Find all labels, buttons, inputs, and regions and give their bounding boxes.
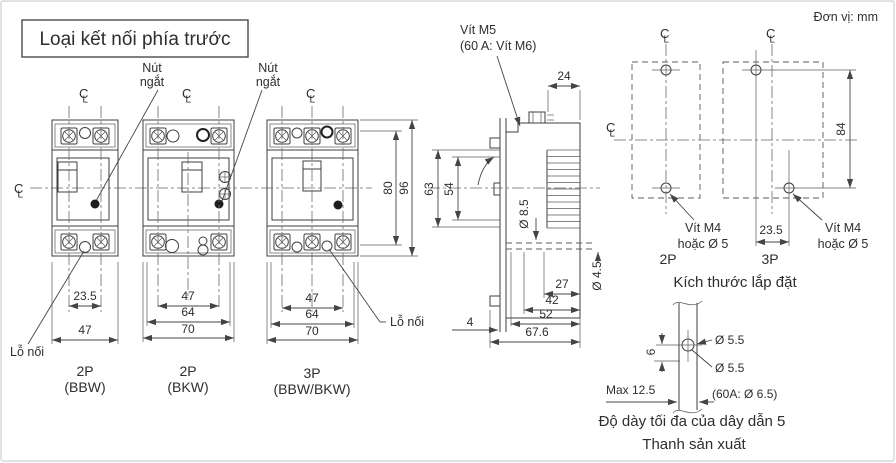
dim-47: 47 — [181, 289, 195, 303]
mounting-holes — [652, 64, 856, 194]
dim-hole-8-5: Ø 8.5 — [517, 199, 531, 229]
dim-54: 54 — [442, 182, 456, 196]
svg-text:Nút: Nút — [258, 61, 278, 75]
connection-hole-label-right: Lỗ nối — [328, 248, 424, 329]
breaker2-type: (BKW) — [167, 379, 208, 395]
dim-64: 64 — [181, 305, 195, 319]
svg-text:Lỗ nối: Lỗ nối — [10, 344, 44, 359]
breaker1-type: (BBW) — [64, 379, 105, 395]
dim-47: 47 — [305, 291, 319, 305]
dim-6: 6 — [644, 348, 658, 355]
dim-4: 4 — [467, 315, 474, 329]
arc-chute-vents — [546, 149, 580, 229]
breaker3-type: (BBW/BKW) — [274, 381, 351, 397]
toggle-handle — [57, 161, 78, 193]
busbar-caption-2: Thanh sản xuất — [642, 436, 746, 453]
dim-70: 70 — [181, 322, 195, 336]
dim-hole-60a: (60A: Ø 6.5) — [712, 387, 777, 401]
breaker-side-body — [477, 111, 594, 332]
dim-23-5: 23.5 — [73, 289, 97, 303]
dim-42: 42 — [545, 293, 559, 307]
svg-text:ngắt: ngắt — [140, 74, 165, 89]
mounting-layout: 84 23.5 Vít M4 hoặc Ø 5 Vít M4 hoặc Ø 5 … — [606, 26, 868, 291]
dim-52: 52 — [539, 307, 553, 321]
trip-button — [333, 200, 343, 210]
breaker2-name: 2P — [179, 363, 196, 379]
svg-text:ngắt: ngắt — [256, 74, 281, 89]
breaker3-name: 3P — [303, 365, 320, 381]
trip-button — [90, 199, 100, 209]
side-view: Vít M5 (60 A: Vít M6) 24 — [422, 23, 604, 348]
svg-text:Lỗ nối: Lỗ nối — [390, 314, 424, 329]
dim-hole-5-5-b: Ø 5.5 — [715, 361, 745, 375]
breaker-3p: 47 64 70 3P (BBW/BKW) — [266, 106, 359, 397]
trip-button-label-1: Nút ngắt — [95, 61, 165, 202]
busbar-drawing: 6 Ø 5.5 Ø 5.5 (60A: Ø 6.5) Max 12.5 Độ d… — [599, 300, 786, 453]
svg-text:hoặc Ø 5: hoặc Ø 5 — [818, 237, 869, 251]
svg-text:Vít M4: Vít M4 — [685, 221, 721, 235]
dim-67-6: 67.6 — [525, 325, 549, 339]
dim-24: 24 — [557, 69, 571, 83]
breaker-2p-bbw: 23.5 47 2P (BBW) — [51, 106, 119, 395]
connection-hole-label-left: Lỗ nối — [10, 250, 85, 359]
mounting-screw-label-3p: Vít M4 hoặc Ø 5 — [792, 193, 869, 251]
dim-max-12-5: Max 12.5 — [606, 383, 656, 397]
side-bottom-dimensions: 27 42 52 67.6 4 — [452, 252, 581, 348]
dim-80: 80 — [381, 181, 395, 195]
terminal-screw-side — [528, 111, 554, 124]
dim-47: 47 — [78, 323, 92, 337]
page-title: Loại kết nối phía trước — [39, 29, 230, 50]
svg-text:Vít M4: Vít M4 — [825, 221, 861, 235]
break-line-bottom — [672, 408, 703, 414]
title-box: Loại kết nối phía trước — [21, 19, 249, 58]
front-views: Nút ngắt Nút ngắt — [10, 61, 424, 397]
dim-70: 70 — [305, 324, 319, 338]
svg-text:hoặc Ø 5: hoặc Ø 5 — [678, 237, 729, 251]
toggle-handle — [181, 161, 203, 193]
dim-hole-5-5-a: Ø 5.5 — [715, 333, 745, 347]
mounting-label-3p: 3P — [761, 251, 778, 267]
dim-63: 63 — [422, 182, 436, 196]
dim-23-5-mounting: 23.5 — [759, 223, 783, 237]
dim-64: 64 — [305, 307, 319, 321]
screw-label: Vít M5 (60 A: Vít M6) — [460, 23, 536, 127]
cover-screws — [219, 171, 231, 200]
busbar-hole — [656, 330, 702, 362]
mounting-label-2p: 2P — [659, 251, 676, 267]
dim-hole-4-5: Ø 4.5 — [590, 261, 604, 291]
mounting-caption: Kích thước lắp đặt — [673, 274, 797, 291]
svg-text:(60 A: Vít M6): (60 A: Vít M6) — [460, 39, 536, 53]
mounting-outline-3p — [722, 61, 824, 199]
busbar-caption-1: Độ dày tối đa của dây dẫn 5 — [599, 413, 786, 430]
trip-button-label-2: Nút ngắt — [221, 61, 281, 202]
dim-84: 84 — [834, 122, 848, 136]
dim-27: 27 — [555, 277, 569, 291]
svg-text:Nút: Nút — [142, 61, 162, 75]
svg-text:Vít M5: Vít M5 — [460, 23, 496, 37]
mounting-screw-label-2p: Vít M4 hoặc Ø 5 — [669, 193, 729, 251]
unit-label: Đơn vị: mm — [814, 10, 878, 24]
trip-button — [214, 199, 224, 209]
break-line-top — [672, 300, 703, 306]
height-dimensions: 80 96 — [360, 119, 418, 257]
dim-96: 96 — [397, 181, 411, 195]
breaker1-name: 2P — [76, 363, 93, 379]
breaker-2p-bkw: 47 64 70 2P (BKW) — [142, 106, 235, 395]
